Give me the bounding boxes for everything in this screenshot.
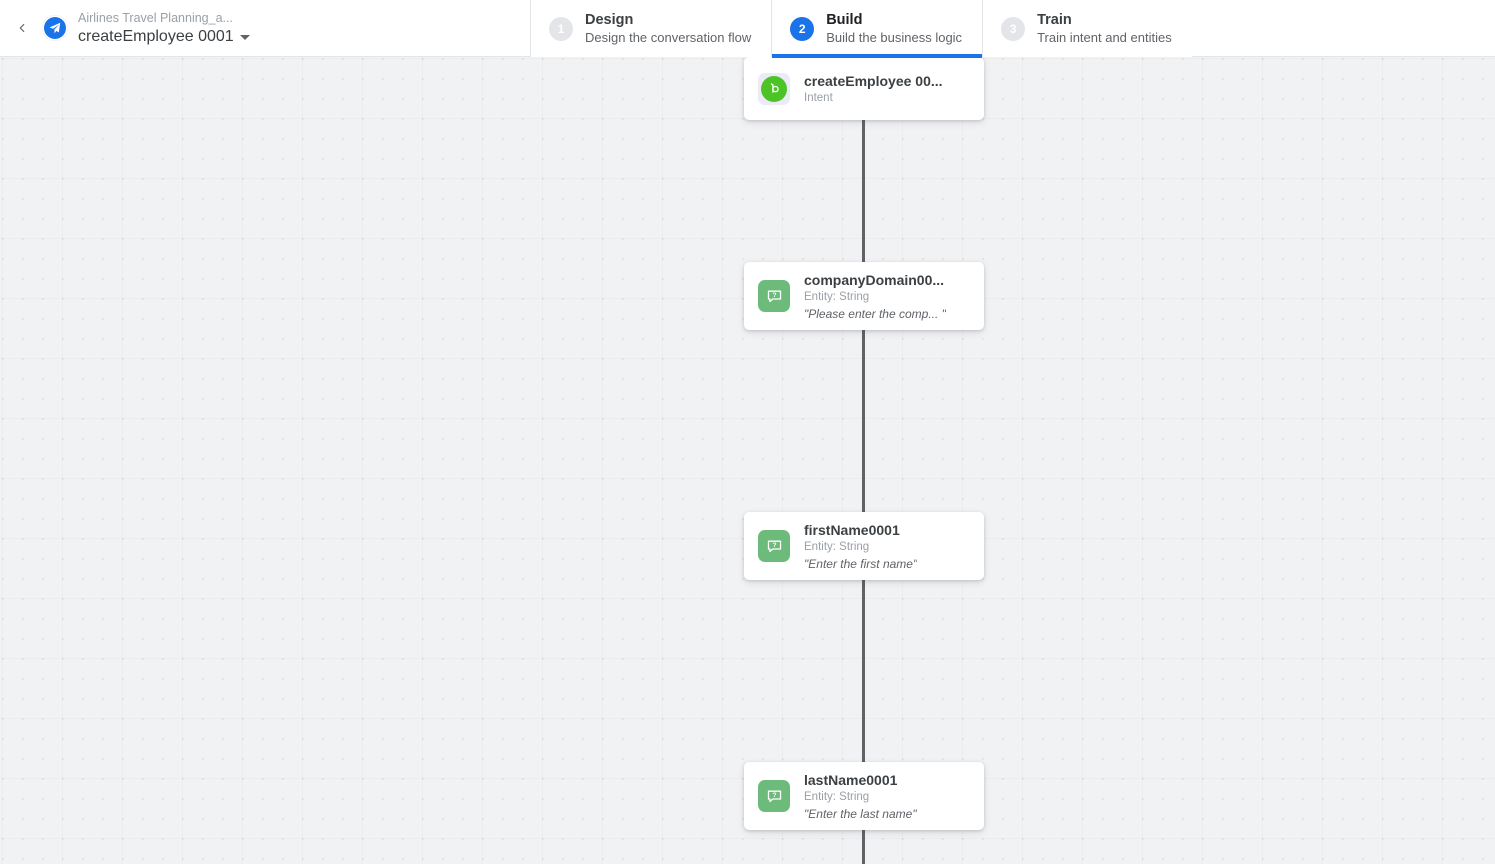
node-subtitle: Entity: String	[804, 290, 870, 303]
intent-bot-icon	[761, 75, 787, 102]
flow-node-first-name[interactable]: ? firstName0001 Entity: String "Enter th…	[744, 512, 984, 580]
step-train[interactable]: 3 Train Train intent and entities	[982, 0, 1192, 57]
connector-line-2	[862, 330, 865, 570]
node-title: lastName0001	[804, 771, 898, 788]
entity-question-bubble-icon: ?	[758, 530, 790, 562]
step-train-subtitle: Train intent and entities	[1037, 29, 1172, 45]
flow-graph: createEmployee 00... Intent ? companyDom…	[0, 57, 1495, 864]
step-train-number: 3	[1001, 16, 1026, 41]
flow-canvas[interactable]: createEmployee 00... Intent ? companyDom…	[0, 57, 1495, 864]
step-design-subtitle: Design the conversation flow	[585, 29, 752, 45]
project-name: Airlines Travel Planning_a...	[78, 10, 233, 25]
step-design-text: Design Design the conversation flow	[585, 11, 751, 46]
flow-name-dropdown[interactable]: createEmployee 0001	[78, 26, 250, 47]
flow-node-last-name[interactable]: ? lastName0001 Entity: String "Enter the…	[744, 762, 984, 830]
entity-question-bubble-icon: ?	[758, 280, 790, 312]
node-title: companyDomain00...	[804, 271, 945, 288]
svg-text:?: ?	[772, 292, 776, 299]
node-prompt: "Enter the first name"	[804, 556, 918, 571]
step-design-number: 1	[549, 16, 573, 41]
node-subtitle: Intent	[804, 91, 833, 104]
header-left: Airlines Travel Planning_a... createEmpl…	[0, 0, 530, 56]
step-build-subtitle: Build the business logic	[826, 29, 963, 45]
step-build-number: 2	[790, 16, 815, 41]
wizard-steps: 1 Design Design the conversation flow 2 …	[530, 0, 1192, 58]
connector-line-4	[862, 830, 865, 864]
chevron-left-icon	[15, 21, 29, 35]
app-header: Airlines Travel Planning_a... createEmpl…	[0, 0, 1495, 58]
step-build-title: Build	[826, 11, 863, 28]
node-prompt: "Please enter the comp... "	[804, 306, 946, 321]
step-build-text: Build Build the business logic	[826, 11, 962, 46]
caret-down-icon	[239, 34, 250, 40]
entity-question-bubble-icon: ?	[758, 780, 790, 812]
step-design-title: Design	[585, 11, 634, 28]
paper-plane-logo-icon	[48, 21, 62, 35]
svg-text:?: ?	[772, 542, 776, 549]
node-body: lastName0001 Entity: String "Enter the l…	[804, 771, 917, 822]
connector-line-1	[862, 120, 865, 310]
header-title-block: Airlines Travel Planning_a... createEmpl…	[78, 10, 250, 47]
node-prompt: "Enter the last name"	[804, 806, 917, 821]
flow-name: createEmployee 0001	[78, 27, 234, 45]
node-icon-wrapper	[758, 72, 790, 105]
flow-node-intent[interactable]: createEmployee 00... Intent	[744, 57, 984, 120]
node-body: companyDomain00... Entity: String "Pleas…	[804, 271, 946, 322]
back-button[interactable]	[10, 16, 34, 40]
flow-node-company-domain[interactable]: ? companyDomain00... Entity: String "Ple…	[744, 262, 984, 330]
node-subtitle: Entity: String	[804, 540, 870, 553]
node-body: firstName0001 Entity: String "Enter the …	[804, 521, 917, 572]
node-title: createEmployee 00...	[804, 72, 943, 89]
step-train-title: Train	[1037, 11, 1072, 28]
svg-text:?: ?	[772, 792, 776, 799]
connector-line-3	[862, 580, 865, 820]
node-title: firstName0001	[804, 521, 900, 538]
step-train-text: Train Train intent and entities	[1037, 11, 1172, 46]
step-build[interactable]: 2 Build Build the business logic	[771, 0, 983, 58]
app-logo[interactable]	[44, 17, 66, 39]
node-subtitle: Entity: String	[804, 790, 870, 803]
step-design[interactable]: 1 Design Design the conversation flow	[530, 0, 772, 57]
node-body: createEmployee 00... Intent	[804, 72, 943, 106]
